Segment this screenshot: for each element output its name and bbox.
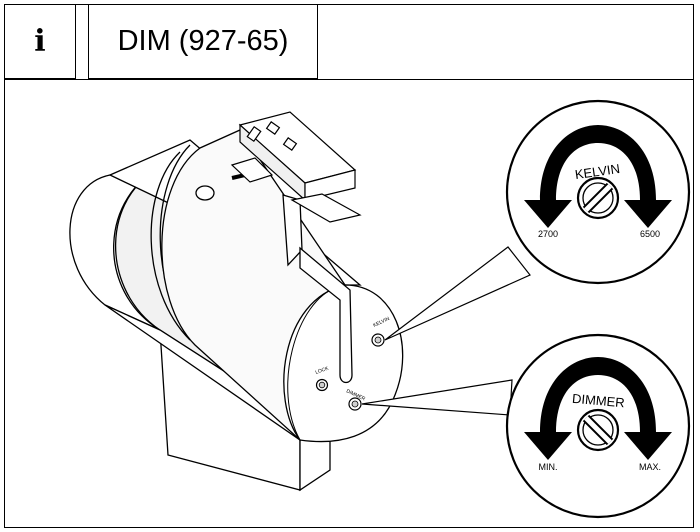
dimmer-callout: DIMMER MIN. MAX. bbox=[505, 333, 691, 519]
info-icon: i bbox=[34, 24, 46, 59]
title-box: DIM (927-65) bbox=[88, 4, 318, 79]
dimmer-arc-arrow bbox=[524, 357, 672, 460]
page-title: DIM (927-65) bbox=[117, 25, 289, 57]
diagram-frame bbox=[4, 4, 694, 528]
track-adapter bbox=[230, 111, 362, 223]
mounting-arm bbox=[282, 194, 353, 384]
kelvin-arc-arrow bbox=[524, 125, 672, 228]
device-lock-label: LOCK bbox=[315, 365, 330, 376]
dimmer-min-label: MIN. bbox=[539, 462, 558, 472]
dimmer-max-label: MAX. bbox=[639, 462, 661, 472]
dimmer-screw-icon bbox=[576, 408, 620, 452]
kelvin-callout: KELVIN 2700 6500 bbox=[505, 99, 691, 285]
header-divider bbox=[4, 79, 694, 80]
device-lock-knob: LOCK bbox=[315, 365, 330, 392]
info-box: i bbox=[4, 4, 76, 79]
dimmer-callout-label: DIMMER bbox=[571, 391, 625, 411]
kelvin-max-label: 6500 bbox=[640, 229, 660, 239]
kelvin-min-label: 2700 bbox=[538, 229, 558, 239]
kelvin-callout-leader bbox=[384, 246, 531, 341]
kelvin-screw-icon bbox=[576, 176, 620, 220]
kelvin-callout-label: KELVIN bbox=[574, 161, 621, 182]
